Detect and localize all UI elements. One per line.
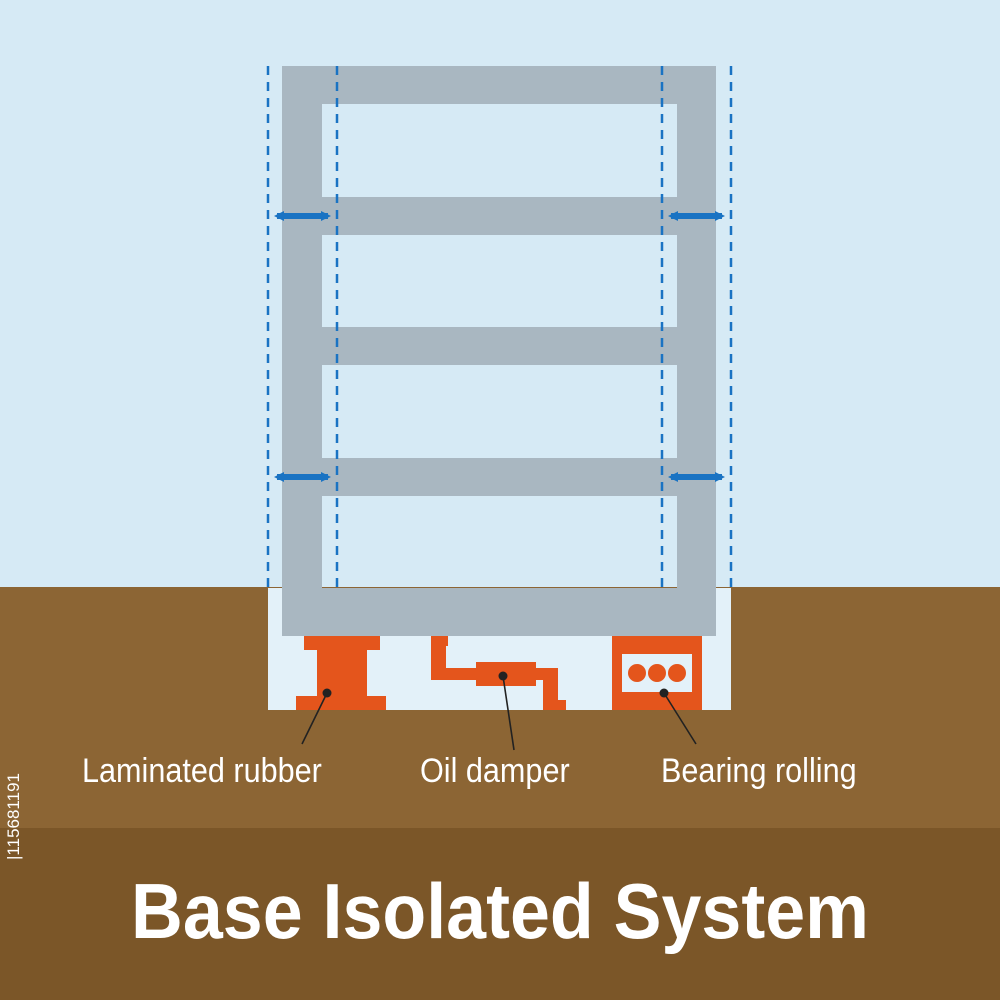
sway-arrows	[274, 211, 725, 482]
pointer-bearing-rolling	[663, 692, 697, 745]
callout-pointers	[301, 671, 697, 751]
frame-base-slab	[282, 588, 716, 636]
ground-title-band	[0, 828, 1000, 1000]
image-id-text: |115681191	[4, 773, 23, 860]
page-title: Base Isolated System	[131, 867, 869, 955]
label-oil-damper: Oil damper	[420, 752, 570, 790]
laminated-rubber-icon	[296, 636, 386, 710]
frame-floor-beam-3	[282, 458, 716, 496]
pointer-dot-laminated-rubber	[322, 688, 332, 698]
pointer-dot-bearing-rolling	[659, 688, 669, 698]
oil-damper-icon	[431, 636, 566, 710]
frame-floor-beam-1	[282, 197, 716, 235]
building-frame	[282, 66, 716, 636]
label-bearing-rolling: Bearing rolling	[661, 752, 857, 790]
pointer-oil-damper	[502, 675, 515, 751]
pointer-dot-oil-damper	[498, 671, 508, 681]
frame-floor-beam-2	[282, 327, 716, 365]
sway-guides	[266, 66, 733, 590]
label-laminated-rubber: Laminated rubber	[82, 752, 322, 790]
bearing-rolling-icon	[612, 636, 702, 710]
pointer-laminated-rubber	[301, 692, 328, 745]
frame-roof-beam	[282, 66, 716, 104]
